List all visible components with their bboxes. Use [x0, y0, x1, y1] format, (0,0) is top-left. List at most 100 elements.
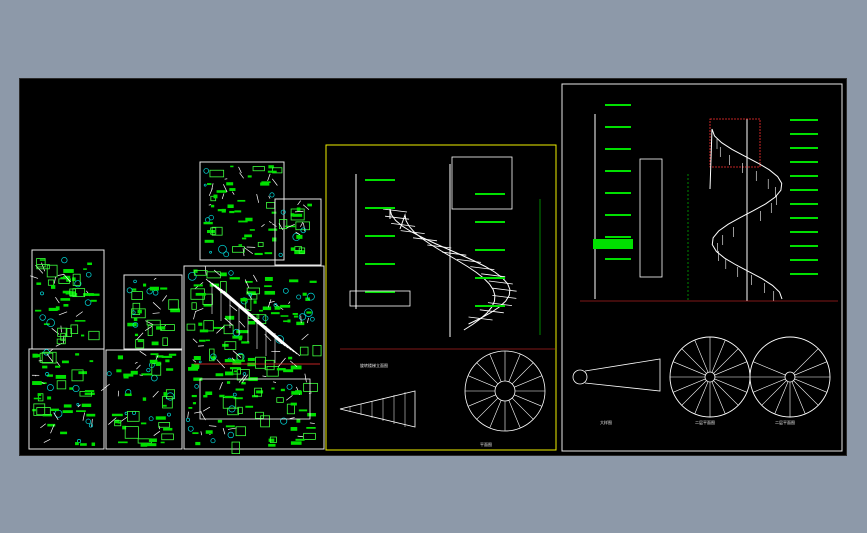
annotation-text-block: [290, 213, 295, 217]
dimension-text: [475, 193, 505, 195]
annotation-text-block: [226, 381, 231, 384]
annotation-text-block: [289, 279, 299, 283]
annotation-text-block: [307, 203, 312, 207]
plan-tread-line: [476, 397, 499, 420]
section-mark: [306, 292, 315, 301]
level-note: [790, 161, 818, 163]
radial-tread: [681, 380, 707, 406]
detail-outline: [237, 406, 243, 414]
annotation-text-block: [122, 425, 127, 430]
annotation-text-block: [188, 367, 199, 371]
detail-outline: [210, 195, 217, 202]
annotation-text-block: [225, 315, 235, 320]
section-mark: [106, 371, 112, 377]
annotation-text-block: [288, 356, 293, 360]
section-mark: [300, 227, 307, 234]
annotation-text-block: [244, 234, 252, 238]
detail-outline: [124, 426, 139, 439]
leader-line: [269, 300, 275, 303]
leader-line: [213, 269, 221, 276]
annotation-text-block: [272, 237, 277, 242]
annotation-text-block: [238, 220, 248, 223]
annotation-text-block: [137, 309, 142, 314]
leader-line: [231, 191, 235, 195]
annotation-text-block: [230, 165, 234, 168]
detail-outline: [193, 270, 208, 276]
detail-outline: [57, 327, 68, 337]
tread: [385, 215, 410, 220]
annotation-text-block: [271, 387, 275, 390]
detail-sheet-c2-frame: [274, 198, 322, 266]
leader-line: [136, 332, 144, 341]
leader-line: [51, 328, 60, 335]
annotation-text-block: [168, 353, 177, 356]
annotation-text-block: [309, 280, 317, 283]
annotation-text-block: [283, 320, 289, 323]
leader-line: [239, 172, 244, 179]
detail-outline: [203, 320, 214, 332]
detail-outline: [147, 325, 153, 336]
annotation-text-block: [141, 373, 152, 376]
annotation-text-block: [116, 369, 122, 373]
annotation-text-block: [83, 268, 87, 270]
leader-line: [60, 325, 62, 333]
annotation-text-block: [280, 388, 285, 392]
section-mark: [39, 314, 46, 321]
detail-outline: [69, 288, 76, 297]
detail-outline: [135, 339, 145, 349]
handrail-line: [217, 286, 295, 353]
annotation-text-block: [191, 363, 200, 368]
annotation-text-block: [36, 282, 42, 285]
annotation-text-block: [242, 330, 249, 334]
dimension-text: [365, 263, 395, 265]
annotation-text-block: [47, 374, 53, 377]
base-block: [349, 290, 411, 307]
leader-line: [49, 348, 54, 353]
leader-line: [108, 417, 117, 425]
section-mark: [218, 244, 227, 254]
section-mark: [85, 271, 92, 278]
detail-outline: [131, 291, 143, 300]
annotation-text-block: [254, 252, 263, 256]
tread-wedge-detail: [339, 390, 416, 428]
radial-tread: [752, 361, 786, 376]
leader-line: [91, 418, 93, 427]
annotation-text-block: [84, 390, 95, 393]
annotation-text-block: [160, 441, 165, 444]
section-mark: [88, 423, 93, 428]
annotation-text-block: [262, 306, 272, 311]
annotation-text-block: [191, 394, 197, 398]
annotation-text-block: [199, 339, 206, 342]
leader-line: [187, 411, 189, 418]
section-mark: [187, 271, 197, 281]
annotation-text-block: [155, 416, 166, 420]
section-mark: [126, 287, 133, 294]
annotation-text-block: [256, 390, 264, 394]
section-mark: [286, 383, 293, 390]
level-note: [790, 133, 818, 135]
section-mark: [76, 439, 82, 444]
detail-outline: [168, 299, 179, 310]
radial-tread: [794, 361, 828, 376]
plan-tread-line: [514, 375, 543, 388]
annotation-text-block: [69, 387, 74, 390]
annotation-text-block: [306, 426, 316, 429]
annotation-text-block: [151, 341, 159, 346]
second-plan-title-a: 二层平面图: [695, 419, 715, 425]
dimension-text: [475, 305, 505, 307]
note-text: [605, 236, 631, 238]
section-mark: [280, 417, 288, 425]
annotation-text-block: [63, 275, 71, 279]
level-note: [790, 119, 818, 121]
detail-outline: [56, 338, 66, 345]
annotation-text-block: [264, 290, 276, 295]
annotation-text-block: [267, 170, 277, 173]
detail-outline: [298, 247, 306, 254]
annotation-text-block: [55, 374, 67, 379]
detail-outline: [255, 356, 266, 369]
cad-drawing-canvas[interactable]: 旋转楼梯立面图平面图大样图二层平面图二层平面图: [19, 78, 847, 456]
annotation-text-block: [192, 402, 197, 405]
annotation-text-block: [47, 423, 56, 427]
annotation-text-block: [205, 339, 210, 342]
leader-line: [301, 333, 309, 341]
